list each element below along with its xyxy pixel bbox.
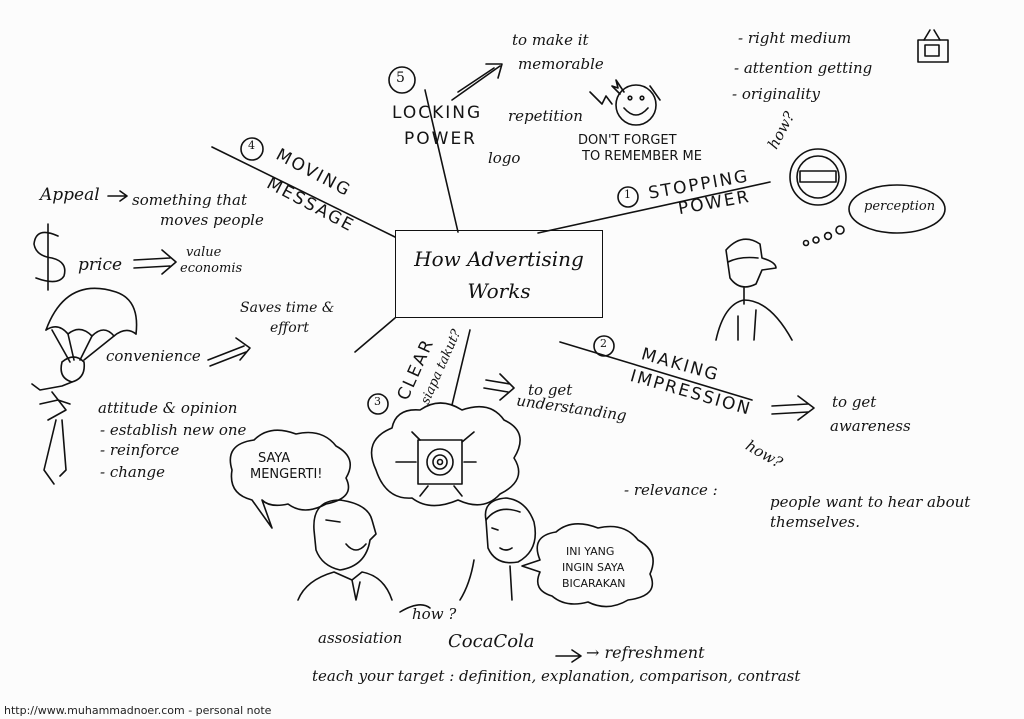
speech-cloud-right bbox=[521, 523, 654, 608]
impression-result1: to get bbox=[832, 393, 877, 411]
perception-text: perception bbox=[864, 199, 936, 214]
number-label-3: 3 bbox=[374, 395, 381, 408]
moving-conv-note1: Saves time & bbox=[240, 300, 335, 316]
arrow-memorable bbox=[451, 63, 503, 101]
number-label-5: 5 bbox=[396, 70, 405, 86]
moving-conv-note2: effort bbox=[270, 320, 309, 336]
thinking-man-figure bbox=[715, 238, 793, 341]
clear-how: how ? bbox=[412, 605, 457, 623]
number-circle-5 bbox=[388, 66, 416, 94]
arrow-price bbox=[133, 249, 177, 275]
how-mark bbox=[399, 604, 431, 613]
moving-appeal: Appeal bbox=[40, 185, 100, 205]
branch-line-stopping bbox=[537, 181, 771, 234]
impression-result2: awareness bbox=[830, 417, 911, 435]
tv-icon bbox=[917, 39, 949, 63]
arrow-appeal bbox=[107, 190, 128, 202]
parachute-figure bbox=[31, 287, 138, 485]
locking-memorable-line2: memorable bbox=[518, 55, 604, 73]
speech-right-line2: INGIN SAYA bbox=[562, 561, 625, 574]
clear-result1: to get bbox=[528, 381, 573, 399]
perception-bubble bbox=[848, 184, 946, 234]
clear-brand: CocaCola bbox=[448, 631, 535, 652]
dollar-icon bbox=[33, 223, 66, 291]
speech-right-line3: BICARAKAN bbox=[562, 577, 626, 590]
moving-price-note2: economis bbox=[180, 261, 243, 276]
stopping-point-3: - originality bbox=[732, 85, 820, 103]
number-circle-4 bbox=[240, 137, 264, 161]
moving-attitude: attitude & opinion bbox=[98, 399, 238, 417]
speech-left-line1: SAYA bbox=[258, 451, 291, 466]
moving-convenience: convenience bbox=[106, 347, 201, 365]
stopping-point-1: - right medium bbox=[738, 29, 852, 47]
number-label-4: 4 bbox=[248, 139, 255, 152]
center-topic-line1: How Advertising bbox=[414, 247, 584, 271]
footer-credit: http://www.muhammadnoer.com - personal n… bbox=[4, 704, 272, 717]
locking-slogan2: TO REMEMBER ME bbox=[582, 149, 702, 164]
moving-appeal-note1: something that bbox=[132, 191, 248, 209]
number-circle-3 bbox=[367, 393, 389, 415]
clear-association: assosiation bbox=[318, 629, 403, 647]
branch-line-impression bbox=[559, 341, 753, 401]
businessman-figure bbox=[297, 499, 393, 601]
speech-right-line1: INI YANG bbox=[566, 545, 615, 558]
branch-line-clear bbox=[451, 329, 471, 406]
moving-dollar: $ bbox=[30, 222, 61, 277]
medal-icon bbox=[789, 148, 847, 206]
number-circle-1 bbox=[617, 186, 639, 208]
arrow-coca bbox=[555, 649, 582, 663]
moving-attitude-item-3: - change bbox=[100, 463, 165, 481]
locking-slogan1: DON'T FORGET bbox=[578, 133, 677, 148]
speech-cloud-left bbox=[229, 429, 352, 529]
branch-line-locking bbox=[424, 89, 459, 233]
speech-left-line2: MENGERTI! bbox=[250, 467, 323, 482]
arrow-understanding bbox=[483, 373, 515, 401]
woman-figure bbox=[459, 497, 537, 601]
locking-repetition: repetition bbox=[508, 107, 583, 125]
stopping-point-2: - attention getting bbox=[734, 59, 873, 77]
number-circle-2 bbox=[593, 335, 615, 357]
number-label-1: 1 bbox=[624, 188, 631, 201]
target-cloud bbox=[370, 402, 521, 507]
branch-line-convenience bbox=[354, 317, 396, 353]
arrow-awareness bbox=[771, 395, 815, 421]
moving-price: price bbox=[78, 255, 123, 275]
locking-logo: logo bbox=[488, 149, 521, 167]
center-topic-box: How Advertising Works bbox=[395, 230, 603, 318]
moving-attitude-item-2: - reinforce bbox=[100, 441, 180, 459]
center-topic-line2: Works bbox=[467, 279, 531, 303]
locking-label1: LOCKING bbox=[392, 103, 483, 123]
moving-attitude-item-1: - establish new one bbox=[100, 421, 247, 439]
impression-note1: people want to hear about bbox=[770, 493, 971, 511]
impression-relevance: - relevance : bbox=[624, 481, 718, 499]
arrow-convenience bbox=[207, 337, 251, 367]
impression-note2: themselves. bbox=[770, 513, 860, 531]
clear-brand-result: → refreshment bbox=[586, 643, 705, 662]
clear-teach: teach your target : definition, explanat… bbox=[312, 667, 801, 685]
locking-memorable-line1: to make it bbox=[512, 31, 589, 49]
locking-label2: POWER bbox=[404, 129, 477, 149]
moving-price-note1: value bbox=[186, 245, 222, 260]
number-label-2: 2 bbox=[600, 337, 607, 350]
moving-appeal-note2: moves people bbox=[160, 211, 264, 229]
branch-line-moving bbox=[211, 146, 396, 238]
smiley-face-figure bbox=[589, 79, 661, 126]
